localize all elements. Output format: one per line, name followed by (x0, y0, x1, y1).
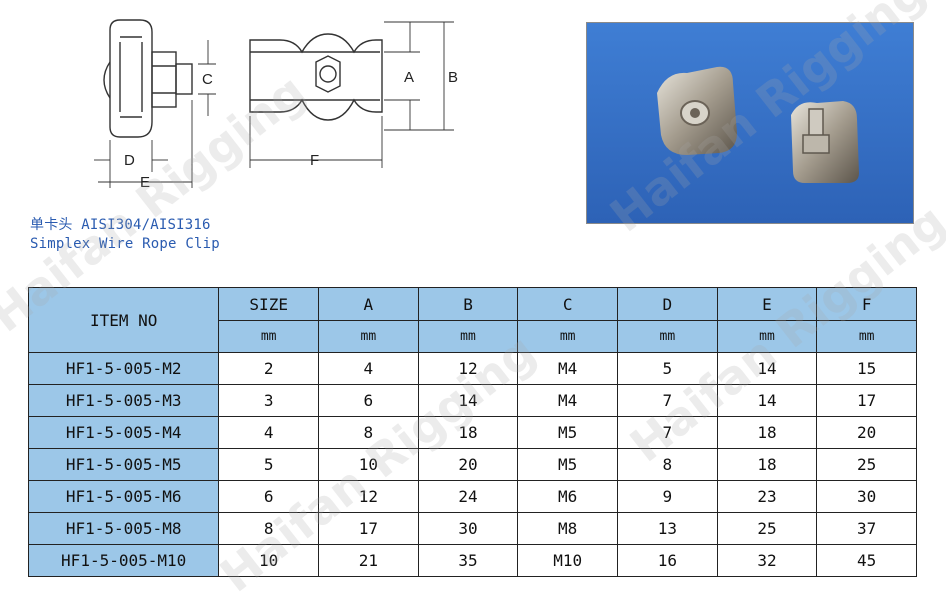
table-cell: 32 (716, 544, 818, 577)
header-a: A (318, 287, 419, 321)
table-cell: 16 (617, 544, 718, 577)
table-row: HF1-5-005-M8 8 17 30 M8 13 25 37 (27, 512, 917, 545)
header-f: F (816, 287, 917, 321)
header-c: C (517, 287, 619, 321)
bolt-dome (103, 61, 111, 99)
table-cell: 45 (816, 544, 917, 577)
saddle-inner-lines (119, 42, 143, 112)
table-cell: 14 (716, 384, 818, 417)
table-cell: 8 (617, 448, 718, 481)
table-row: HF1-5-005-M10 10 21 35 M10 16 32 45 (27, 544, 917, 577)
table-cell: 18 (716, 416, 818, 449)
table-cell: 30 (417, 512, 519, 545)
table-cell: 21 (318, 544, 419, 577)
table-cell: 10 (218, 544, 320, 577)
stud-side (175, 63, 193, 95)
table-cell: 30 (816, 480, 917, 513)
table-row: HF1-5-005-M2 2 4 12 M4 5 14 15 (27, 352, 917, 385)
table-cell: 3 (218, 384, 320, 417)
dim-label-e: E (140, 174, 150, 191)
dim-label-d: D (124, 152, 135, 169)
table-cell: M4 (517, 384, 619, 417)
table-cell: 20 (816, 416, 917, 449)
table-cell: 5 (218, 448, 320, 481)
clip-right-nut (802, 134, 830, 154)
table-row: HF1-5-005-M5 5 10 20 M5 8 18 25 (27, 448, 917, 481)
table-row: HF1-5-005-M6 6 12 24 M6 9 23 30 (27, 480, 917, 513)
header-b: B (417, 287, 519, 321)
table-cell: 18 (417, 416, 519, 449)
item-no-cell: HF1-5-005-M8 (27, 512, 220, 545)
item-no-cell: HF1-5-005-M6 (27, 480, 220, 513)
table-cell: 7 (617, 384, 718, 417)
table-cell: 17 (318, 512, 419, 545)
saddle-side-outline (109, 19, 153, 138)
table-cell: 35 (417, 544, 519, 577)
table-cell: M8 (517, 512, 619, 545)
table-cell: 12 (417, 352, 519, 385)
header-d: D (617, 287, 718, 321)
header-size: SIZE (218, 287, 320, 321)
unit-f: mm (816, 320, 917, 353)
table-cell: 13 (617, 512, 718, 545)
item-no-cell: HF1-5-005-M2 (27, 352, 220, 385)
item-no-cell: HF1-5-005-M10 (27, 544, 220, 577)
table-cell: M5 (517, 416, 619, 449)
table-cell: 14 (716, 352, 818, 385)
table-row: HF1-5-005-M4 4 8 18 M5 7 18 20 (27, 416, 917, 449)
table-cell: 18 (716, 448, 818, 481)
table-cell: 15 (816, 352, 917, 385)
table-cell: 10 (318, 448, 419, 481)
nut-side (151, 51, 177, 108)
table-cell: 25 (816, 448, 917, 481)
dim-label-a: A (404, 69, 414, 86)
table-cell: M10 (517, 544, 619, 577)
technical-drawing: C A B D E F (94, 19, 458, 191)
unit-d: mm (617, 320, 718, 353)
table-cell: 25 (716, 512, 818, 545)
unit-e: mm (716, 320, 818, 353)
table-cell: 2 (218, 352, 320, 385)
table-cell: M4 (517, 352, 619, 385)
table-cell: 23 (716, 480, 818, 513)
table-cell: 9 (617, 480, 718, 513)
unit-size: mm (218, 320, 320, 353)
product-photo (586, 22, 914, 224)
unit-b: mm (417, 320, 519, 353)
table-cell: 6 (218, 480, 320, 513)
dim-label-c: C (202, 71, 213, 88)
header-e: E (716, 287, 818, 321)
unit-c: mm (517, 320, 619, 353)
dim-label-b: B (448, 69, 458, 86)
table-cell: M5 (517, 448, 619, 481)
table-cell: 4 (318, 352, 419, 385)
hex-nut-front (315, 55, 341, 93)
item-no-cell: HF1-5-005-M4 (27, 416, 220, 449)
table-cell: M6 (517, 480, 619, 513)
table-cell: 14 (417, 384, 519, 417)
table-cell: 12 (318, 480, 419, 513)
table-cell: 24 (417, 480, 519, 513)
table-cell: 4 (218, 416, 320, 449)
table-cell: 37 (816, 512, 917, 545)
caption-chinese: 单卡头 AISI304/AISI316 (30, 217, 211, 233)
bolt-hole (319, 65, 337, 83)
table-cell: 8 (218, 512, 320, 545)
table-cell: 20 (417, 448, 519, 481)
table-row: HF1-5-005-M3 3 6 14 M4 7 14 17 (27, 384, 917, 417)
table-cell: 8 (318, 416, 419, 449)
clip-front-outline (249, 33, 383, 121)
table-cell: 6 (318, 384, 419, 417)
caption-english: Simplex Wire Rope Clip (30, 236, 220, 252)
unit-a: mm (318, 320, 419, 353)
table-cell: 5 (617, 352, 718, 385)
specification-table: ITEM NO SIZE A B C D E F mm mm mm mm mm … (27, 287, 917, 577)
dim-label-f: F (310, 152, 319, 169)
item-no-cell: HF1-5-005-M5 (27, 448, 220, 481)
header-item-no: ITEM NO (27, 287, 220, 353)
item-no-cell: HF1-5-005-M3 (27, 384, 220, 417)
table-cell: 7 (617, 416, 718, 449)
table-cell: 17 (816, 384, 917, 417)
